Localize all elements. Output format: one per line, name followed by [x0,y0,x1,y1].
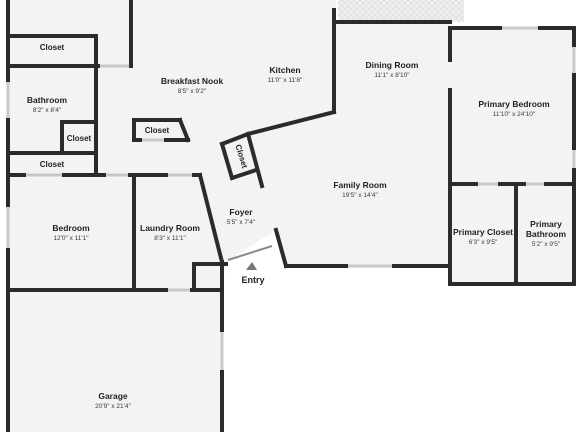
room-name: Closet [40,160,65,169]
entry-door [227,245,273,261]
room-dims: 11'0" x 11'8" [268,77,303,84]
room-dims: 11'10" x 24'10" [493,111,536,118]
room-name: Family Room [333,180,387,190]
entry-arrow-icon [246,262,257,270]
room-name: Primary [530,219,562,229]
room-dims: 8'3" x 11'1" [154,235,186,242]
entry-label: Entry [241,275,264,285]
room-dims: 8'5" x 9'2" [178,88,207,95]
walls [6,0,576,432]
room-dims: 12'0" x 11'1" [53,235,89,242]
floor-area [8,0,574,432]
room-dims: 5'2" x 9'5" [532,241,561,248]
patio [338,0,464,22]
room-name: Dining Room [366,60,419,70]
room-name: Primary Closet [453,227,513,237]
room-name: Garage [98,391,128,401]
room-name: Closet [40,43,65,52]
room-name: Primary Bedroom [478,99,550,109]
room-name: Bathroom [526,229,567,239]
room-name: Bathroom [27,95,68,105]
room-labels: Closet Breakfast Nook 8'5" x 9'2" Kitche… [27,43,567,410]
room-dims: 19'5" x 14'4" [342,192,378,199]
room-dims: 8'2" x 8'4" [33,107,62,114]
room-name: Bedroom [52,223,90,233]
room-name: Closet [67,134,92,143]
room-name: Laundry Room [140,223,200,233]
room-dims: 5'5" x 7'4" [227,219,256,226]
room-name: Kitchen [269,65,300,75]
room-name: Foyer [229,207,253,217]
room-name: Breakfast Nook [161,76,224,86]
room-dims: 11'1" x 8'10" [374,72,410,79]
windows [6,26,576,372]
room-dims: 6'3" x 9'5" [469,239,498,246]
room-name: Closet [145,126,170,135]
room-dims: 20'9" x 21'4" [95,403,131,410]
